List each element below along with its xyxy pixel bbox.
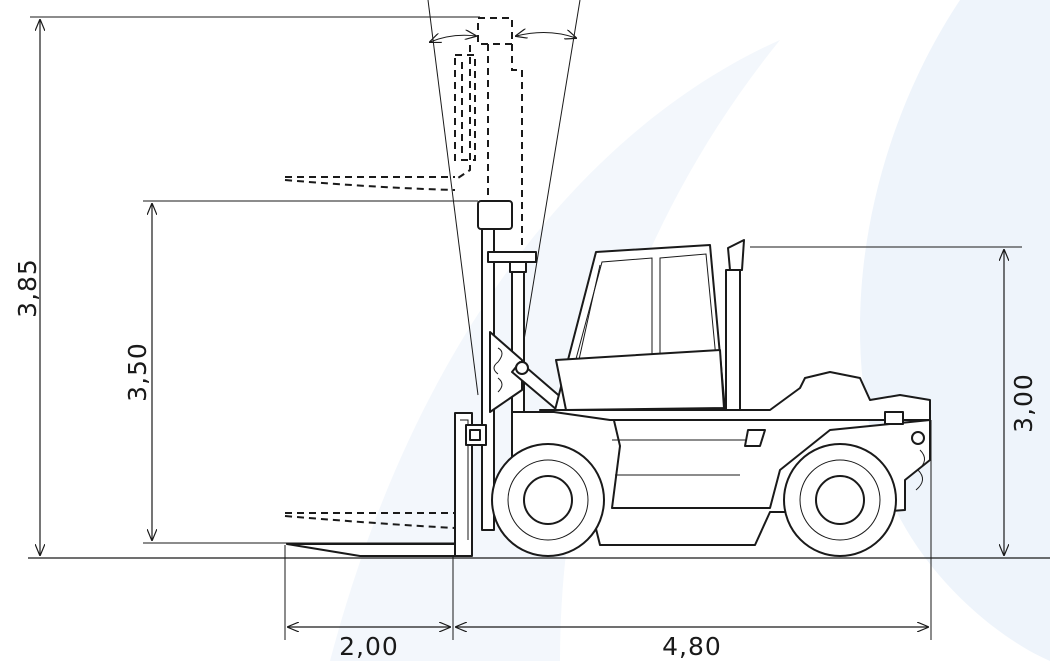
body-length-label: 4,80 <box>662 632 722 661</box>
tilt-arc-forward <box>430 35 476 42</box>
fork-length-label: 2,00 <box>339 632 399 661</box>
tilt-arc-back <box>516 32 576 38</box>
lift-height-label: 3,50 <box>123 342 152 402</box>
exhaust-pipe <box>725 239 745 411</box>
front-wheel <box>491 443 605 557</box>
mast-tilt-indicator <box>427 0 581 396</box>
raised-mast-dashed <box>284 17 523 250</box>
overall-height-label: 3,85 <box>13 258 42 318</box>
tilt-line-back <box>514 0 581 396</box>
cab-height-label: 3,00 <box>1009 373 1038 433</box>
lowered-fork-dashed <box>284 512 456 529</box>
cab-height-dimension <box>750 246 1022 555</box>
cab <box>554 244 726 411</box>
tilt-line-forward <box>427 0 479 396</box>
rear-wheel <box>783 443 897 557</box>
mast <box>465 200 537 531</box>
overall-height-dimension <box>30 16 480 555</box>
forks <box>286 412 473 557</box>
